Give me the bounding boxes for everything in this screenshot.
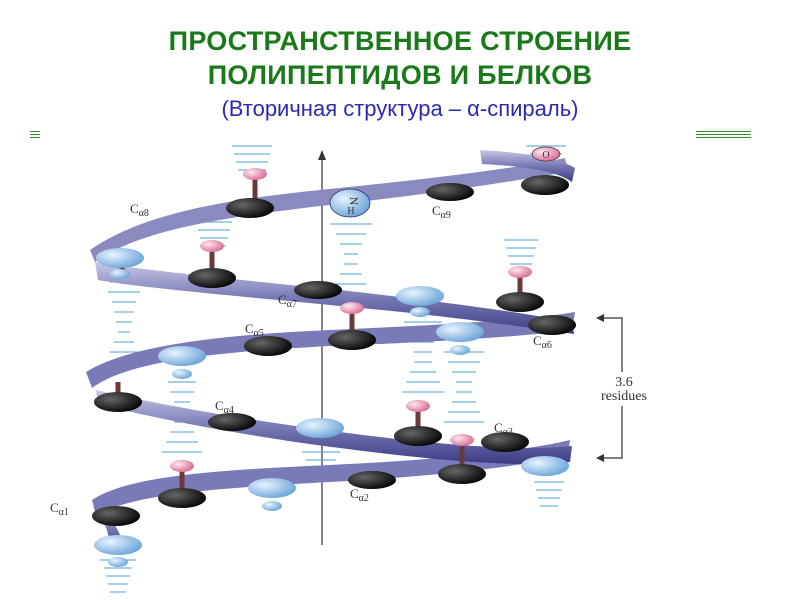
period-value: 3.6	[615, 375, 633, 390]
nitrogen-atoms	[94, 248, 569, 555]
hbond-ladder	[196, 221, 232, 247]
subtitle: (Вторичная структура – α-спираль)	[221, 96, 579, 121]
right-divider	[696, 131, 751, 140]
calpha-label-3: Cα3	[494, 420, 513, 438]
period-label-bg	[578, 372, 674, 406]
calpha-label-6: Cα6	[533, 333, 552, 351]
calpha-label-2: Cα2	[350, 486, 369, 504]
hbond-ladder	[504, 239, 538, 265]
axis-arrow-icon	[318, 150, 326, 160]
calpha-label-1: Cα1	[50, 500, 69, 518]
calpha-label-7: Cα7	[278, 292, 297, 310]
hbond-ladder	[534, 481, 564, 507]
h-atom-label: H	[347, 206, 354, 217]
hbond-ladder	[330, 223, 372, 285]
period-unit: residues	[601, 389, 647, 404]
n-atom-label: N	[347, 197, 361, 206]
backbone-atoms	[92, 175, 576, 526]
o-atom-top: O	[531, 146, 561, 162]
hbond-ladder	[106, 281, 142, 363]
title-line-1: ПРОСТРАНСТВЕННОЕ СТРОЕНИЕ	[168, 26, 632, 56]
oxygen-atoms	[170, 168, 532, 472]
title-line-2: ПОЛИПЕПТИДОВ И БЕЛКОВ	[207, 60, 593, 90]
hydrogen-bonds	[100, 145, 566, 593]
left-divider	[30, 131, 40, 140]
alpha-helix-diagram: N H O Cα8 Cα9 Cα7 Cα5 Cα6 Cα4 Cα3 Cα1 Cα…	[50, 145, 674, 593]
o-atom-label: O	[542, 150, 549, 161]
nitrogen-small-atoms	[108, 269, 470, 567]
calpha-label-5: Cα5	[245, 321, 264, 339]
nh-atom-top: N H	[329, 188, 371, 218]
calpha-label-4: Cα4	[215, 398, 234, 416]
calpha-label-8: Cα8	[130, 201, 149, 219]
calpha-labels: Cα8 Cα9 Cα7 Cα5 Cα6 Cα4 Cα3 Cα1 Cα2	[50, 201, 552, 518]
hbond-ladder	[444, 351, 484, 423]
calpha-label-9: Cα9	[432, 203, 451, 221]
hbond-ladder	[232, 145, 272, 171]
